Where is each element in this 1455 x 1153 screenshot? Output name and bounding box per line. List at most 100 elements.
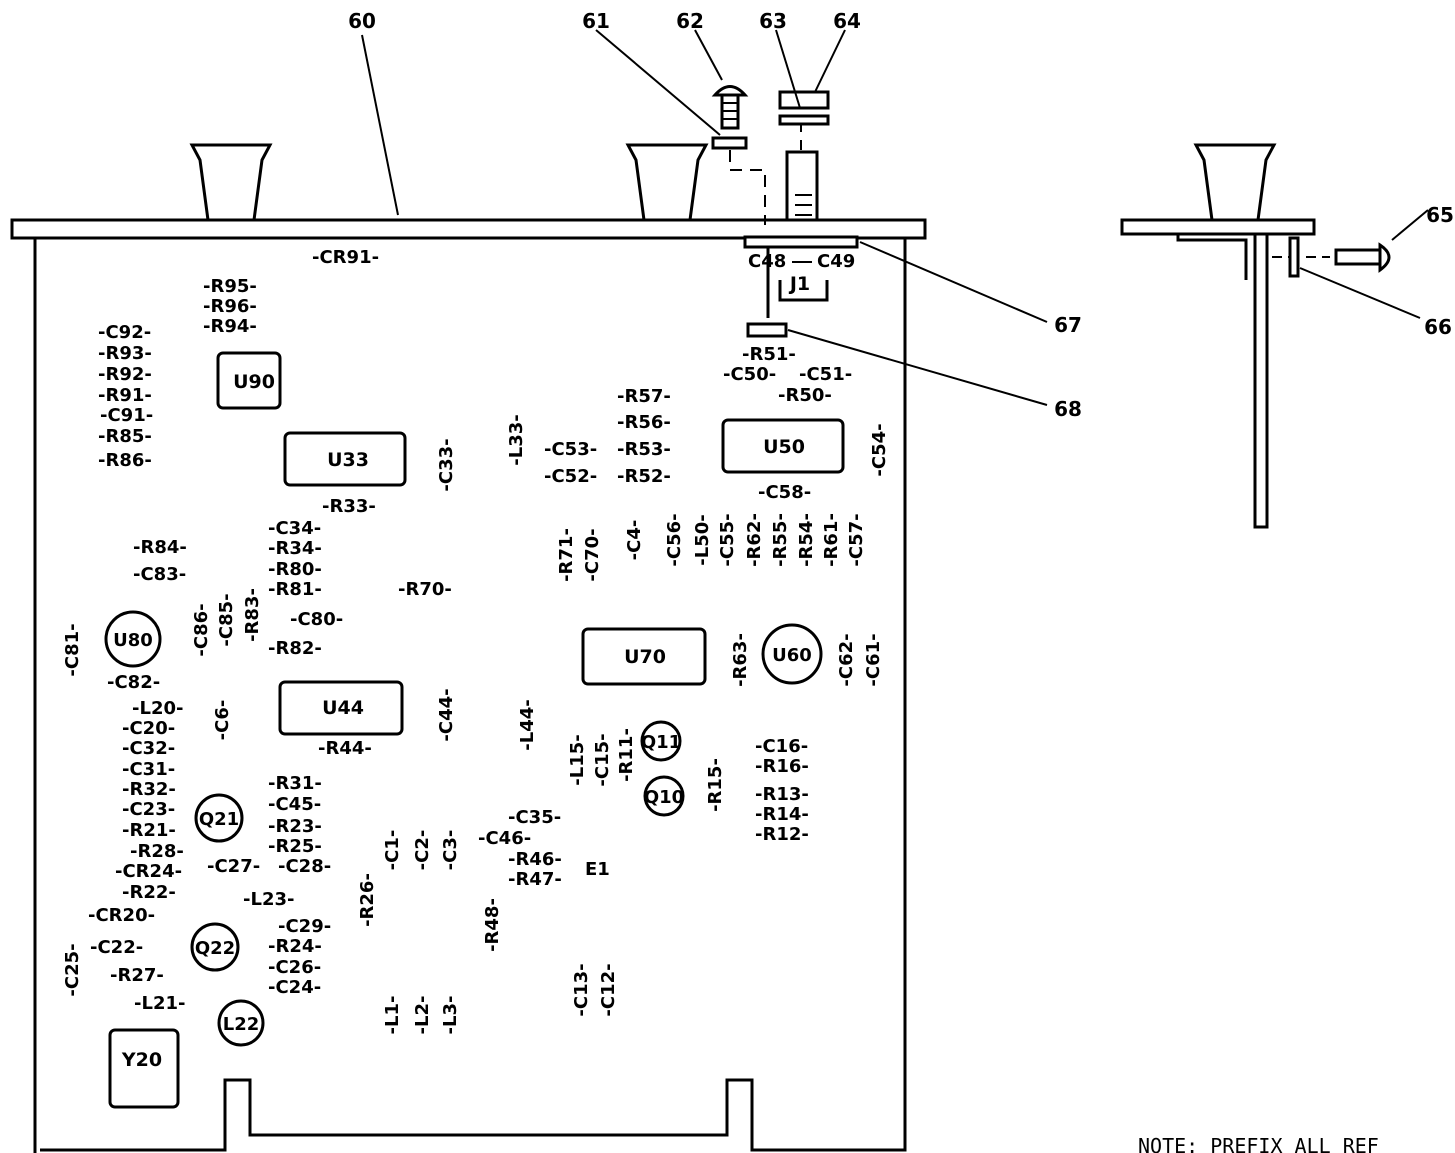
side-view xyxy=(1120,143,1391,529)
callout-62: 62 xyxy=(676,9,704,33)
refdes-cr24: -CR24- xyxy=(115,861,182,882)
component-q22-outline xyxy=(190,922,240,972)
refdes-l21: -L21- xyxy=(134,993,185,1014)
component-u60-outline xyxy=(761,623,823,685)
refdes-c49: C49 xyxy=(817,251,855,272)
refdes-r28: -R28- xyxy=(130,841,184,862)
refdes-c26: -C26- xyxy=(268,957,321,978)
component-u80-outline xyxy=(104,610,162,668)
refdes-c86: -C86- xyxy=(191,603,212,656)
refdes-c80: -C80- xyxy=(290,609,343,630)
component-u90: U90 xyxy=(216,351,282,410)
refdes-c51: -C51- xyxy=(799,364,852,385)
refdes-c81: -C81- xyxy=(62,623,83,676)
refdes-r24: -R24- xyxy=(268,936,322,957)
refdes-c28: -C28- xyxy=(278,856,331,877)
washer-63 xyxy=(778,114,830,126)
refdes-r57: -R57- xyxy=(617,386,671,407)
callout-64: 64 xyxy=(833,9,861,33)
refdes-l20: -L20- xyxy=(132,698,183,719)
refdes-cr91: -CR91- xyxy=(312,247,379,268)
refdes-c33: -C33- xyxy=(436,438,457,491)
refdes-r31: -R31- xyxy=(268,773,322,794)
component-u44-label: U44 xyxy=(322,697,364,719)
refdes-c15: -C15- xyxy=(592,733,613,786)
refdes-cr20: -CR20- xyxy=(88,905,155,926)
component-q10-outline xyxy=(643,775,685,817)
component-u60-label: U60 xyxy=(772,645,812,666)
component-q10: Q10 xyxy=(643,775,685,817)
screw-62 xyxy=(711,85,749,130)
refdes-l1: -L1- xyxy=(382,996,403,1035)
refdes-r61: -R61- xyxy=(821,513,842,567)
component-q11-label: Q11 xyxy=(641,732,681,753)
component-u70: U70 xyxy=(581,627,707,686)
refdes-c25: -C25- xyxy=(62,943,83,996)
refdes-r91: -R91- xyxy=(98,385,152,406)
refdes-r48: -R48- xyxy=(482,898,503,952)
j1-bar xyxy=(743,235,859,249)
j1-pad-68 xyxy=(746,322,788,338)
refdes-r85: -R85- xyxy=(98,426,152,447)
refdes-c58: -C58- xyxy=(758,482,811,503)
refdes-c13: -C13- xyxy=(571,963,592,1016)
washer-61 xyxy=(711,136,748,150)
refdes-c82: -C82- xyxy=(107,672,160,693)
refdes-r25: -R25- xyxy=(268,836,322,857)
refdes-r46: -R46- xyxy=(508,849,562,870)
reference-designators: -CR91--R95--R96--R94--C92--R93--R92--R91… xyxy=(62,247,890,1034)
refdes-r33: -R33- xyxy=(322,496,376,517)
callout-61: 61 xyxy=(582,9,610,33)
refdes-c2: -C2- xyxy=(412,830,433,871)
refdes-c32: -C32- xyxy=(122,738,175,759)
refdes-c62: -C62- xyxy=(836,633,857,686)
refdes-r12: -R12- xyxy=(755,824,809,845)
refdes-c20: -C20- xyxy=(122,718,175,739)
refdes-r52: -R52- xyxy=(617,466,671,487)
post-thread xyxy=(795,194,812,216)
refdes-c24: -C24- xyxy=(268,977,321,998)
component-u90-label: U90 xyxy=(233,371,275,393)
refdes-r15: -R15- xyxy=(705,758,726,812)
refdes-r55: -R55- xyxy=(770,513,791,567)
component-q21-outline xyxy=(194,793,244,843)
component-q11-outline xyxy=(640,720,682,762)
refdes-r81: -R81- xyxy=(268,579,322,600)
refdes-r34: -R34- xyxy=(268,538,322,559)
refdes-c53: -C53- xyxy=(544,439,597,460)
refdes-l44: -L44- xyxy=(517,699,538,750)
refdes-c35: -C35- xyxy=(508,807,561,828)
component-q10-label: Q10 xyxy=(644,787,684,808)
refdes-r96: -R96- xyxy=(203,296,257,317)
refdes-r63: -R63- xyxy=(730,633,751,687)
refdes-l50: -L50- xyxy=(692,514,713,565)
refdes-l3: -L3- xyxy=(440,996,461,1035)
refdes-r11: -R11- xyxy=(616,728,637,782)
component-q22: Q22 xyxy=(190,922,240,972)
refdes-c22: -C22- xyxy=(90,937,143,958)
refdes-r51: -R51- xyxy=(742,344,796,365)
refdes-r50: -R50- xyxy=(778,385,832,406)
refdes-r32: -R32- xyxy=(122,779,176,800)
component-l22-outline xyxy=(217,999,265,1047)
j1-bracket xyxy=(766,248,829,318)
refdes-r14: -R14- xyxy=(755,804,809,825)
refdes-c3: -C3- xyxy=(440,830,461,871)
refdes-l15: -L15- xyxy=(567,734,588,785)
component-j1-label: J1 xyxy=(788,273,810,295)
refdes-c1: -C1- xyxy=(382,830,403,871)
refdes-c4: -C4- xyxy=(624,520,645,561)
refdes-c48: C48 xyxy=(748,251,786,272)
component-l22: L22 xyxy=(217,999,265,1047)
refdes-r92: -R92- xyxy=(98,364,152,385)
callout-65: 65 xyxy=(1426,203,1454,227)
refdes-l2: -L2- xyxy=(412,996,433,1035)
refdes-r82: -R82- xyxy=(268,638,322,659)
callout-60: 60 xyxy=(348,9,376,33)
refdes-c54: -C54- xyxy=(869,423,890,476)
refdes-r86: -R86- xyxy=(98,450,152,471)
component-q22-label: Q22 xyxy=(195,938,235,959)
refdes-r95: -R95- xyxy=(203,276,257,297)
component-q11: Q11 xyxy=(640,720,682,762)
